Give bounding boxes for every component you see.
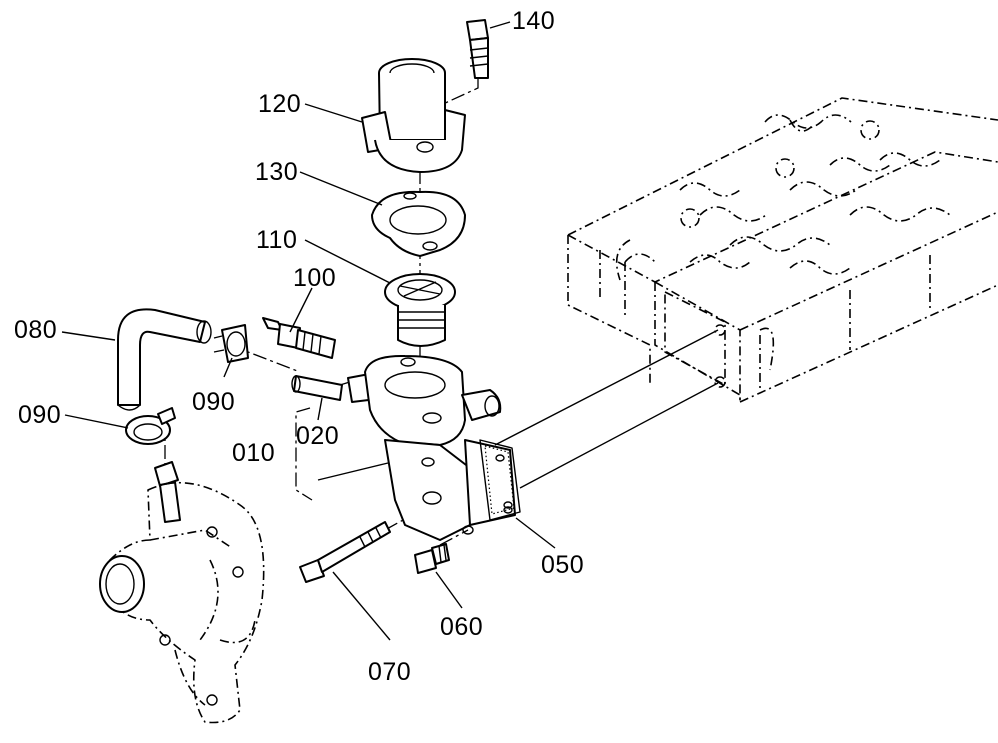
part-label-130: 130 [255,158,299,186]
clip-090-lower [125,407,176,445]
sensor-100 [262,317,336,359]
bolt-070 [299,521,391,583]
thermostat-cover-120 [361,58,466,173]
part-label-010: 010 [232,439,276,467]
water-pump [99,461,265,724]
thermostat-110 [384,273,456,347]
part-label-020: 020 [296,422,340,450]
pipe-020 [291,375,343,401]
hose-080 [117,308,212,411]
part-label-140: 140 [512,7,556,35]
gasket-050 [479,439,521,521]
clip-090-upper [213,324,249,363]
part-label-050: 050 [541,551,585,579]
bolt-060 [414,543,450,574]
bolt-140 [466,19,489,79]
part-label-080: 080 [14,316,58,344]
part-label-090-lower: 090 [18,401,62,429]
thermostat-housing-010 [347,354,516,541]
cylinder-head [567,97,998,403]
part-label-100: 100 [293,264,337,292]
part-label-060: 060 [440,613,484,641]
part-label-110: 110 [256,226,298,254]
part-label-120: 120 [258,90,302,118]
part-label-070: 070 [368,658,412,686]
gasket-130 [371,190,466,257]
part-label-090-upper: 090 [192,388,236,416]
leader-lines [61,21,556,641]
